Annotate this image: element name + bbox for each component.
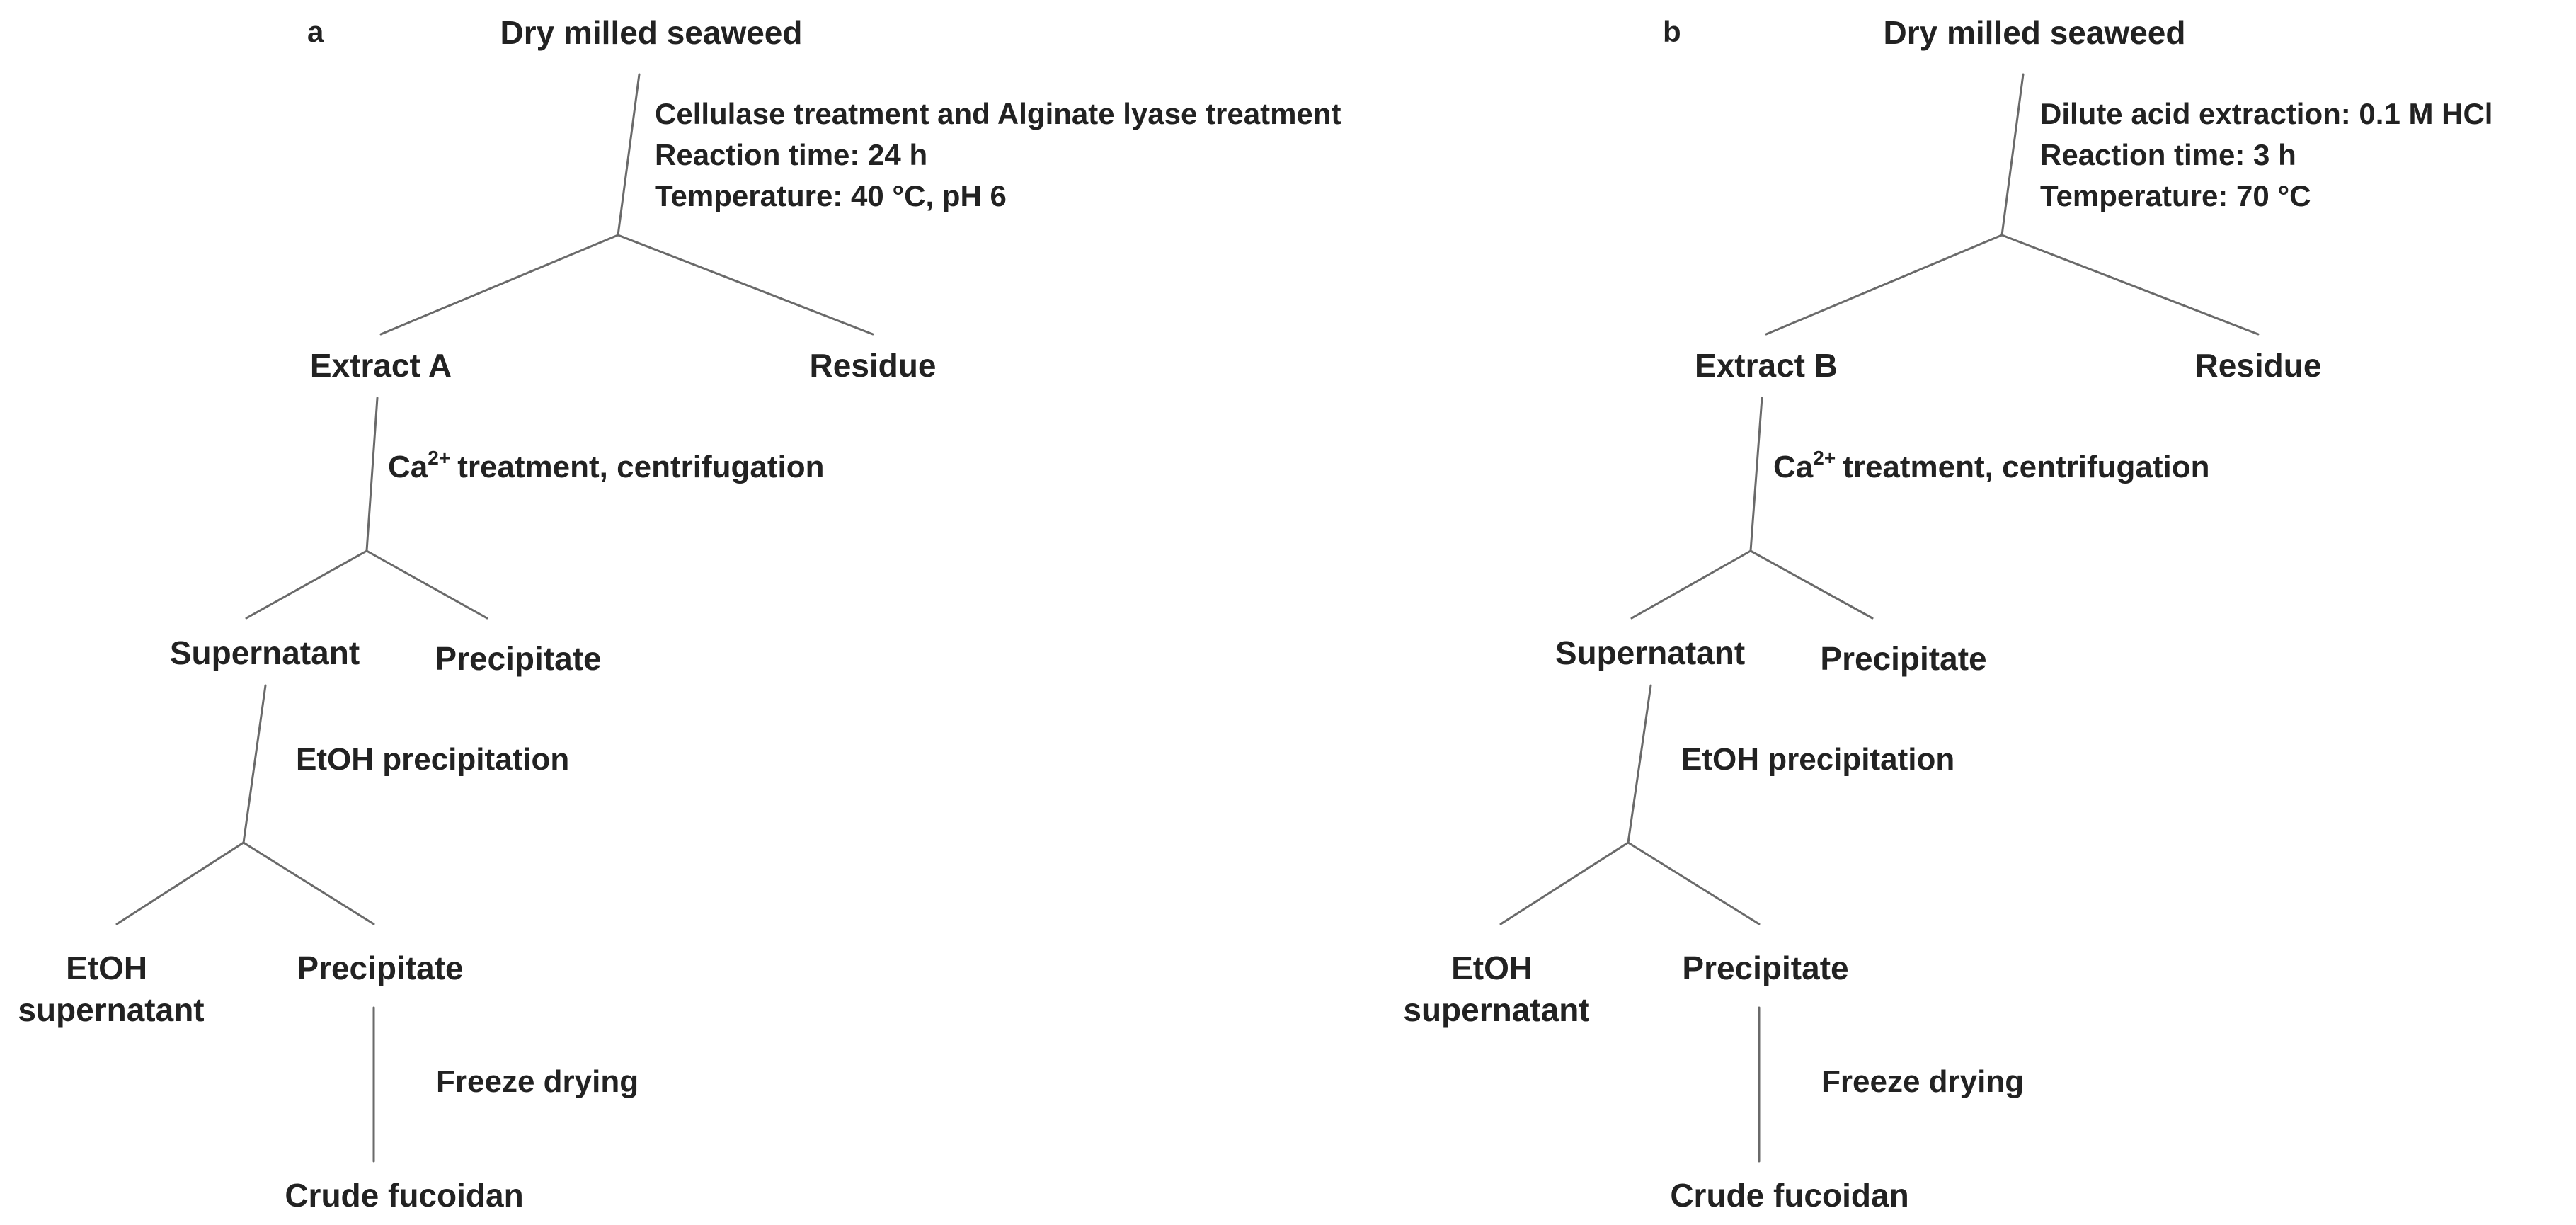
- edge-supernatant-to-split3-b: [1627, 684, 1652, 844]
- step2-prefix-b: Ca: [1773, 450, 1814, 484]
- etoh-supernatant-line-2-a: supernatant: [18, 991, 204, 1028]
- edge-split3-to-precipitate-b: [1627, 841, 1761, 925]
- edge-extract-to-split2-a: [365, 397, 379, 552]
- step3-etoh-precipitation-b: EtOH precipitation: [1681, 742, 1954, 777]
- node-product-a: Crude fucoidan: [285, 1177, 523, 1214]
- step2-prefix-a: Ca: [388, 450, 428, 484]
- node-extract-b: Extract B: [1695, 347, 1838, 384]
- edge-split1-to-extract-b: [1765, 234, 2003, 336]
- node-supernatant-b: Supernatant: [1555, 634, 1745, 671]
- step2-treatment-a: Ca2+ treatment, centrifugation: [388, 447, 824, 484]
- edge-extract-to-split2-b: [1749, 397, 1763, 552]
- edge-split2-to-supernatant-a: [245, 549, 368, 620]
- step3-etoh-precipitation-a: EtOH precipitation: [296, 742, 569, 777]
- panel-b: b Dry milled seaweed Dilute acid extract…: [1403, 14, 2501, 1214]
- edge-split1-to-residue-b: [2000, 234, 2260, 336]
- node-precipitate1-b: Precipitate: [1820, 640, 1986, 677]
- edge-supernatant-to-split3-a: [242, 684, 267, 844]
- edge-split2-to-supernatant-b: [1630, 549, 1752, 620]
- edge-split1-to-extract-a: [379, 234, 619, 336]
- step1-line-1-b: Dilute acid extraction: 0.1 M HCl: [2040, 97, 2492, 130]
- edge-split3-to-etoh-supernatant-b: [1499, 841, 1630, 925]
- node-etoh-supernatant-b: EtOH supernatant: [1403, 950, 1589, 1028]
- step2-treatment-b: Ca2+ treatment, centrifugation: [1773, 447, 2209, 484]
- step2-superscript-b: 2+: [1813, 447, 1836, 469]
- step1-line-3-b: Temperature: 70 °C: [2040, 179, 2311, 212]
- step2-suffix-a: treatment, centrifugation: [457, 450, 824, 484]
- step1-conditions-b: Dilute acid extraction: 0.1 M HCl Reacti…: [2040, 97, 2501, 212]
- etoh-supernatant-line-1-b: EtOH: [1451, 950, 1533, 986]
- step1-line-2-b: Reaction time: 3 h: [2040, 138, 2296, 171]
- edge-split2-to-precipitate-a: [365, 549, 488, 620]
- node-precipitate1-a: Precipitate: [435, 640, 601, 677]
- node-root-b: Dry milled seaweed: [1884, 14, 2186, 51]
- panel-label-b: b: [1663, 15, 1681, 48]
- panel-label-a: a: [307, 15, 324, 48]
- edge-split1-to-residue-a: [617, 234, 874, 336]
- node-extract-a: Extract A: [310, 347, 452, 384]
- edge-root-to-split1-b: [2000, 73, 2025, 237]
- step1-line-2-a: Reaction time: 24 h: [655, 138, 927, 171]
- etoh-supernatant-line-2-b: supernatant: [1403, 991, 1589, 1028]
- step4-freeze-drying-b: Freeze drying: [1821, 1064, 2024, 1099]
- node-root-a: Dry milled seaweed: [500, 14, 803, 51]
- step2-superscript-a: 2+: [428, 447, 450, 469]
- node-residue-a: Residue: [810, 347, 937, 384]
- step1-line-3-a: Temperature: 40 °C, pH 6: [655, 179, 1007, 212]
- edge-split2-to-precipitate-b: [1749, 549, 1874, 620]
- node-residue-b: Residue: [2195, 347, 2322, 384]
- edge-root-to-split1-a: [617, 73, 641, 237]
- node-etoh-supernatant-a: EtOH supernatant: [18, 950, 204, 1028]
- step1-line-1-a: Cellulase treatment and Alginate lyase t…: [655, 97, 1341, 130]
- step1-conditions-a: Cellulase treatment and Alginate lyase t…: [655, 97, 1349, 212]
- etoh-supernatant-line-1-a: EtOH: [66, 950, 147, 986]
- node-precipitate2-b: Precipitate: [1682, 950, 1848, 986]
- step2-suffix-b: treatment, centrifugation: [1843, 450, 2209, 484]
- panel-a: a Dry milled seaweed Cellulase treatment…: [18, 14, 1349, 1214]
- node-product-b: Crude fucoidan: [1670, 1177, 1908, 1214]
- edge-split3-to-precipitate-a: [242, 841, 375, 925]
- edge-split3-to-etoh-supernatant-a: [115, 841, 245, 925]
- node-precipitate2-a: Precipitate: [297, 950, 463, 986]
- node-supernatant-a: Supernatant: [170, 634, 360, 671]
- step4-freeze-drying-a: Freeze drying: [436, 1064, 639, 1099]
